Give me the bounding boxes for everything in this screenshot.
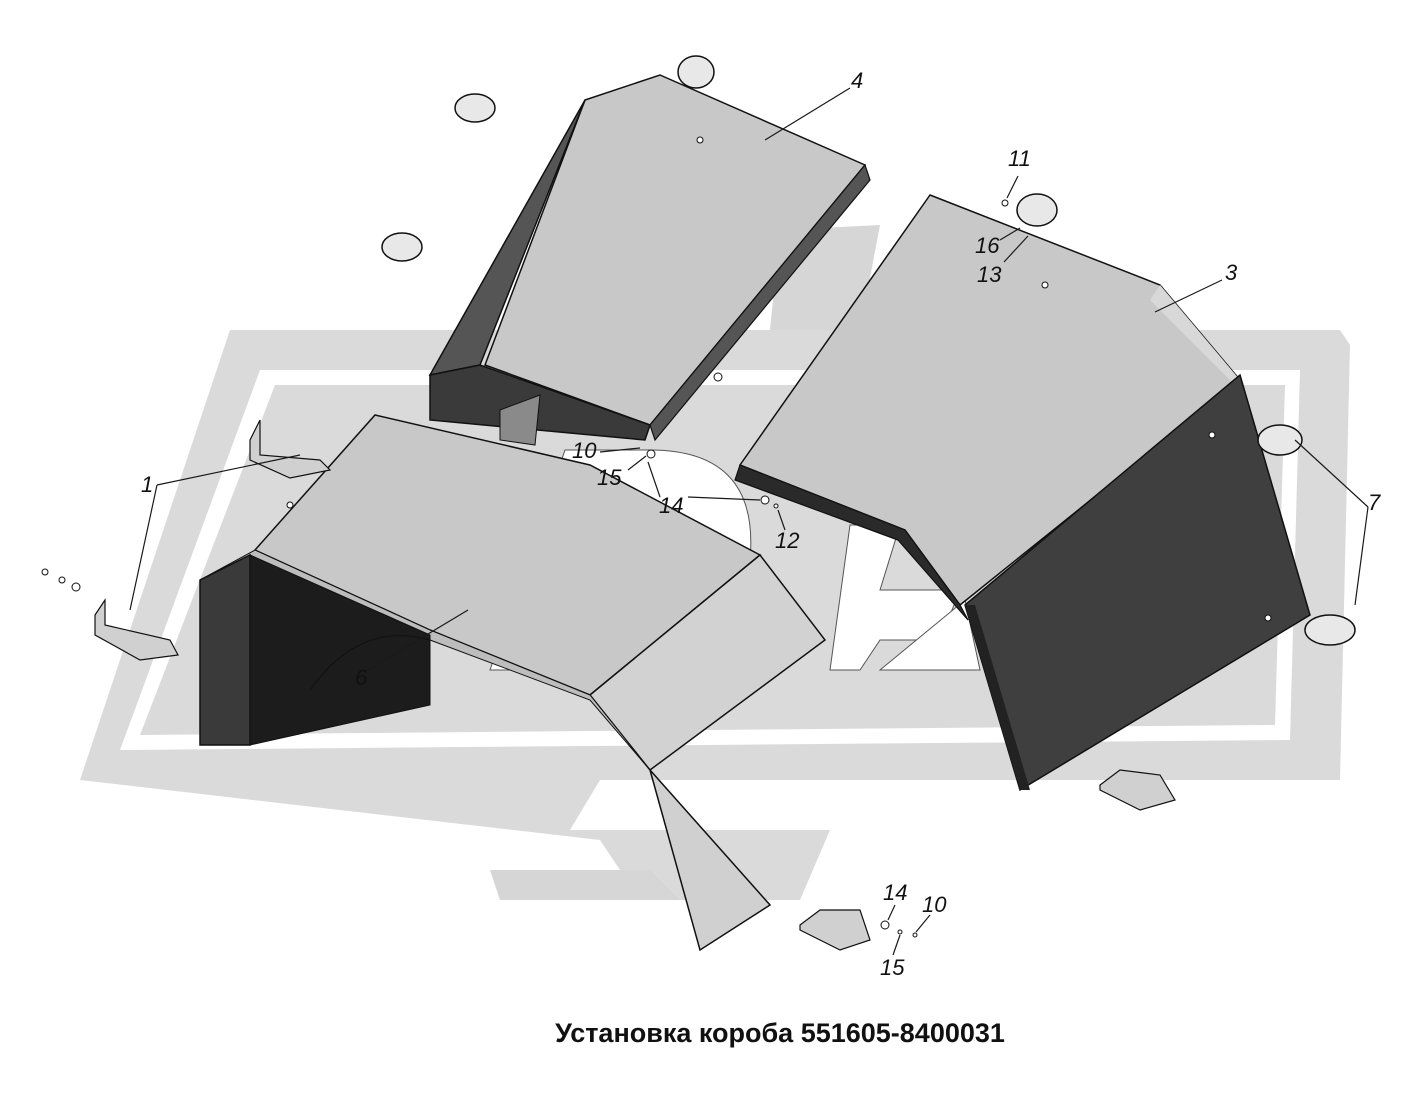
clamp-group <box>381 55 1356 646</box>
panel-3 <box>734 194 1311 792</box>
callout-10-upper: 10 <box>572 438 597 463</box>
callout-1: 1 <box>141 472 153 497</box>
callout-16: 16 <box>975 233 1000 258</box>
bracket-group <box>94 419 1176 951</box>
callout-11: 11 <box>1008 146 1031 171</box>
callout-4: 4 <box>851 68 863 93</box>
panel-6 <box>199 414 827 952</box>
callout-13: 13 <box>977 262 1002 287</box>
diagram-caption: Установка короба 551605-8400031 <box>555 1018 1005 1048</box>
panel-4 <box>428 74 871 446</box>
callout-labels: 1 3 4 6 7 10 10 11 12 13 14 14 15 15 16 <box>141 68 1381 980</box>
callout-12: 12 <box>775 528 799 553</box>
callout-6: 6 <box>355 665 368 690</box>
callout-3: 3 <box>1225 260 1238 285</box>
callout-14-upper: 14 <box>659 493 683 518</box>
callout-14-lower: 14 <box>883 880 907 905</box>
leader-lines <box>129 87 1369 956</box>
callout-7: 7 <box>1368 490 1381 515</box>
callout-10-lower: 10 <box>922 892 947 917</box>
fastener-group <box>41 199 1009 938</box>
callout-15-upper: 15 <box>597 465 622 490</box>
callout-15-lower: 15 <box>880 955 905 980</box>
